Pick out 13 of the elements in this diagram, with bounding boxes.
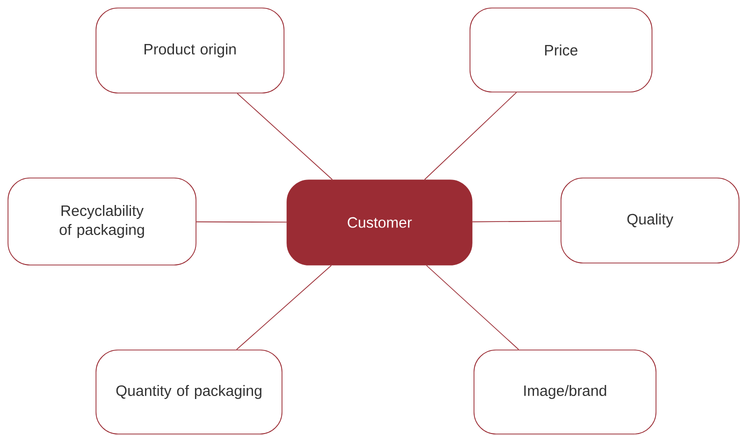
central-box: Customer	[286, 180, 472, 266]
topic-box: Quality	[560, 178, 740, 264]
connector-line	[472, 220, 561, 222]
topic-box: Quantity of packaging	[96, 350, 282, 434]
connector-line	[424, 92, 517, 180]
topic-box: Recyclability of packaging	[8, 178, 196, 266]
connector-line	[236, 265, 332, 350]
connector-line	[196, 221, 287, 223]
topic-box: Image/brand	[474, 350, 656, 434]
connector-line	[236, 93, 333, 180]
connector-line	[426, 265, 520, 350]
topic-box: Price	[470, 8, 652, 92]
topic-box: Product origin	[96, 8, 284, 94]
